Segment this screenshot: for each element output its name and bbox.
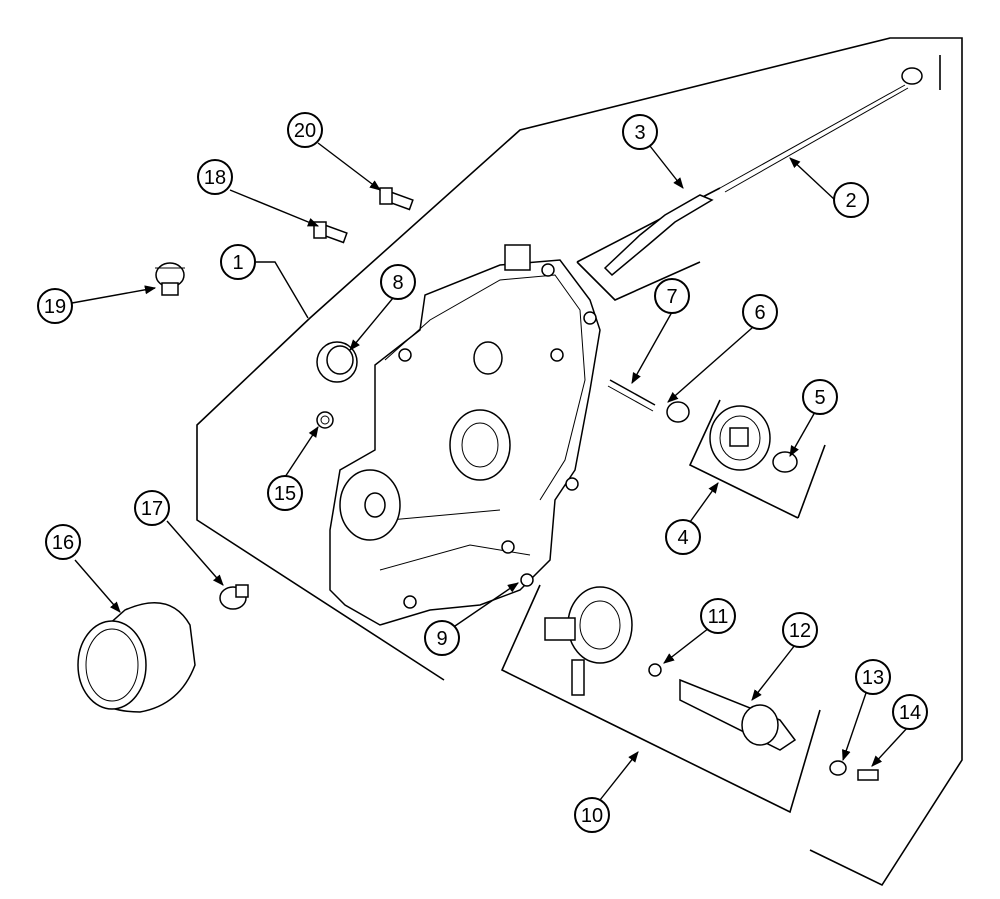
callout-13: 13 <box>855 659 891 695</box>
callout-16-label: 16 <box>52 532 74 554</box>
callout-16: 16 <box>45 524 81 560</box>
callout-4-label: 4 <box>677 527 688 549</box>
callout-19: 19 <box>37 288 73 324</box>
pump-shaft <box>679 678 797 751</box>
bolt-18 <box>313 221 348 244</box>
callout-5-label: 5 <box>814 387 825 409</box>
shaft-pin <box>607 379 656 412</box>
idler-gear <box>709 405 771 471</box>
check-ball-9 <box>520 573 534 587</box>
callout-6-label: 6 <box>754 302 765 324</box>
callout-9-label: 9 <box>436 628 447 650</box>
callout-13-label: 13 <box>862 667 884 689</box>
callout-17-label: 17 <box>141 498 163 520</box>
callout-9: 9 <box>424 620 460 656</box>
oil-pressure-switch <box>155 262 185 296</box>
callout-18: 18 <box>197 159 233 195</box>
callout-17: 17 <box>134 490 170 526</box>
callout-4: 4 <box>665 519 701 555</box>
callout-5: 5 <box>802 379 838 415</box>
dipstick-and-tube <box>603 67 923 277</box>
callout-20: 20 <box>287 112 323 148</box>
callout-7: 7 <box>654 278 690 314</box>
callout-14: 14 <box>892 694 928 730</box>
callout-14-label: 14 <box>899 702 921 724</box>
gear-case-cover <box>329 244 601 626</box>
leader-lines <box>71 142 909 801</box>
callout-3: 3 <box>622 114 658 150</box>
callout-2: 2 <box>833 182 869 218</box>
screw-14 <box>857 769 879 781</box>
callout-8-label: 8 <box>392 272 403 294</box>
callout-10: 10 <box>574 797 610 833</box>
bolt-20 <box>379 187 414 211</box>
callout-19-label: 19 <box>44 296 66 318</box>
callout-8: 8 <box>380 264 416 300</box>
callout-15-label: 15 <box>274 483 296 505</box>
callout-2-label: 2 <box>845 190 856 212</box>
nut <box>316 411 334 429</box>
oil-pump-gear <box>544 586 633 696</box>
callout-1: 1 <box>220 244 256 280</box>
callout-11: 11 <box>700 598 736 634</box>
check-ball-11 <box>648 663 662 677</box>
callout-15: 15 <box>267 475 303 511</box>
callout-12-label: 12 <box>789 620 811 642</box>
callout-3-label: 3 <box>634 122 645 144</box>
oil-filter <box>77 602 196 713</box>
callout-11-label: 11 <box>708 606 729 628</box>
assembly-frame-lines <box>196 37 963 887</box>
callout-12: 12 <box>782 612 818 648</box>
thrust-washer <box>666 401 690 423</box>
oil-seal <box>316 341 358 383</box>
callout-18-label: 18 <box>204 167 226 189</box>
callout-7-label: 7 <box>666 286 677 308</box>
callout-10-label: 10 <box>581 805 603 827</box>
callout-1-label: 1 <box>232 252 243 274</box>
washer-13 <box>829 760 847 776</box>
drain-plug <box>219 584 249 610</box>
idler-shaft <box>772 451 798 473</box>
callout-6: 6 <box>742 294 778 330</box>
callout-20-label: 20 <box>294 120 316 142</box>
